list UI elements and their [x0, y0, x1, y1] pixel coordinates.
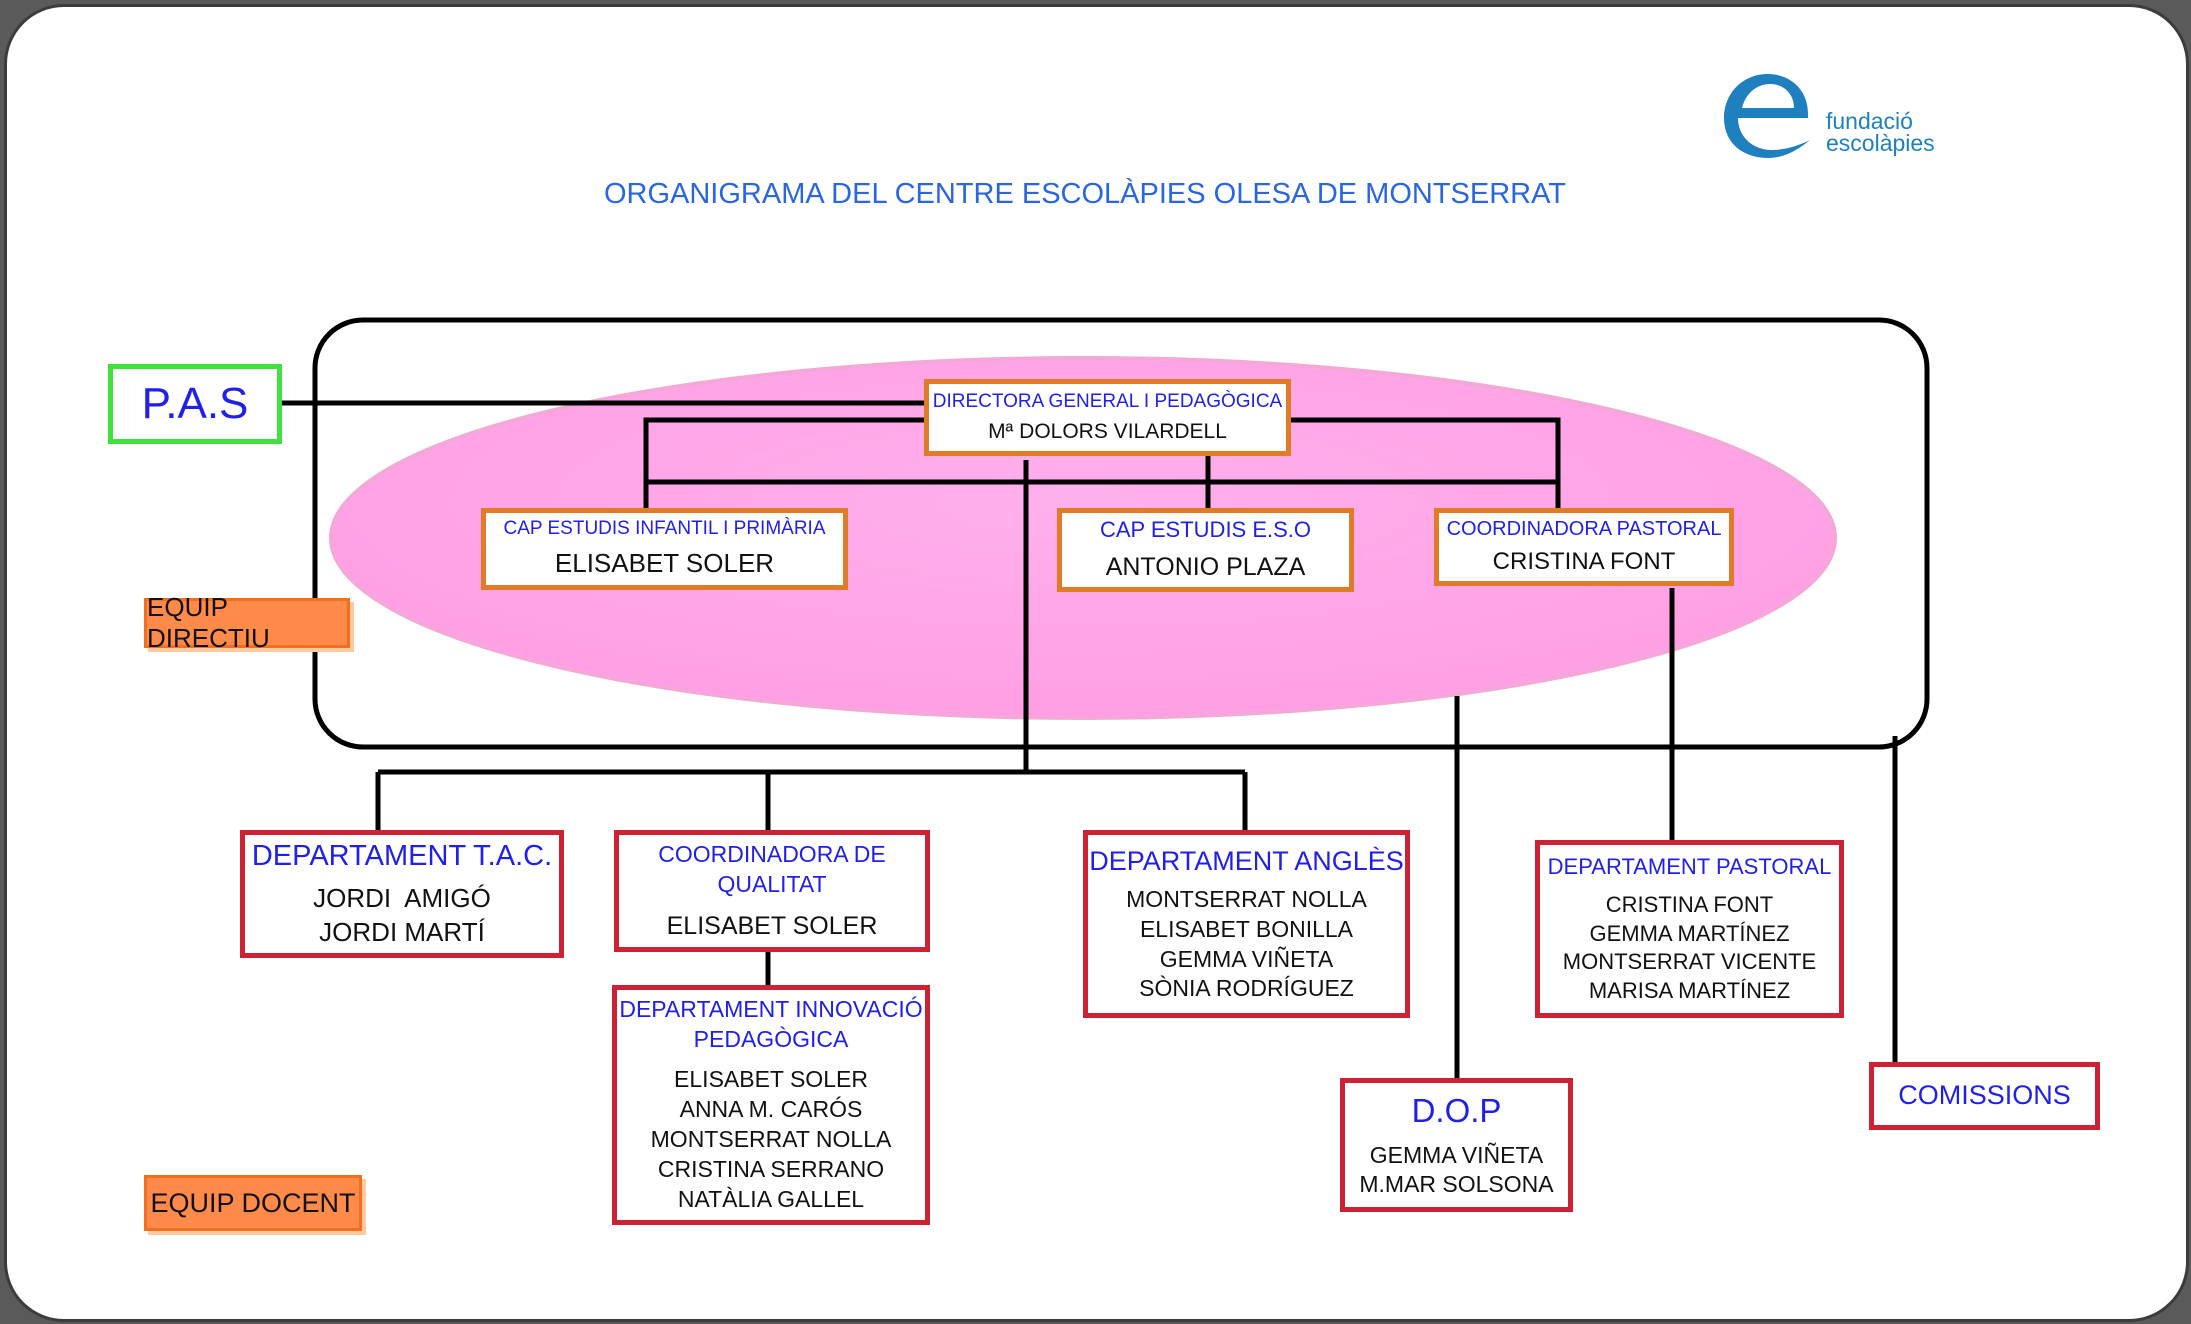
dept-innovacio-member: NATÀLIA GALLEL	[677, 1185, 865, 1212]
dept-pastoral-member: GEMMA MARTÍNEZ	[1589, 920, 1790, 946]
dept-innovacio-role: DEPARTAMENT INNOVACIÓ	[619, 996, 923, 1023]
dept-innovacio-role: PEDAGÒGICA	[693, 1026, 849, 1053]
cap-eso-name: ANTONIO PLAZA	[1105, 553, 1306, 582]
dop-role: D.O.P	[1411, 1091, 1502, 1129]
dept-angles-member: SÒNIA RODRÍGUEZ	[1139, 975, 1354, 1002]
dept-innovacio-member: ELISABET SOLER	[674, 1066, 868, 1093]
logo-line2: escolàpies	[1826, 130, 1935, 156]
directora-name: Mª DOLORS VILARDELL	[988, 420, 1227, 444]
dept-tac-role: DEPARTAMENT T.A.C.	[251, 840, 553, 873]
dept-tac-box[interactable]: DEPARTAMENT T.A.C. JORDI AMIGÓ JORDI MAR…	[240, 830, 564, 958]
comissions-box[interactable]: COMISSIONS	[1869, 1062, 2100, 1130]
coord-qualitat-box[interactable]: COORDINADORA DE QUALITAT ELISABET SOLER	[614, 830, 930, 952]
coord-qualitat-role: QUALITAT	[717, 870, 827, 897]
dept-angles-role: DEPARTAMENT ANGLÈS	[1089, 845, 1404, 876]
dop-box[interactable]: D.O.P GEMMA VIÑETA M.MAR SOLSONA	[1340, 1078, 1573, 1212]
cap-eso-role: CAP ESTUDIS E.S.O	[1099, 517, 1312, 543]
coord-qualitat-name: ELISABET SOLER	[666, 911, 878, 940]
dept-angles-member: GEMMA VIÑETA	[1159, 945, 1334, 972]
directora-role: DIRECTORA GENERAL I PEDAGÒGICA	[932, 390, 1283, 412]
cap-infantil-name: ELISABET SOLER	[554, 548, 775, 579]
dept-innovacio-member: MONTSERRAT NOLLA	[650, 1125, 892, 1152]
directora-box[interactable]: DIRECTORA GENERAL I PEDAGÒGICA Mª DOLORS…	[924, 379, 1291, 456]
dept-innovacio-box[interactable]: DEPARTAMENT INNOVACIÓ PEDAGÒGICA ELISABE…	[612, 985, 930, 1225]
dop-member: GEMMA VIÑETA	[1369, 1141, 1544, 1168]
dept-pastoral-member: MARISA MARTÍNEZ	[1588, 977, 1791, 1003]
logo-text: fundació escolàpies	[1826, 108, 1935, 156]
cap-eso-box[interactable]: CAP ESTUDIS E.S.O ANTONIO PLAZA	[1057, 508, 1354, 592]
dept-tac-member: JORDI MARTÍ	[319, 916, 485, 947]
coord-pastoral-role: COORDINADORA PASTORAL	[1446, 518, 1722, 541]
dept-pastoral-role: DEPARTAMENT PASTORAL	[1547, 853, 1832, 879]
fundacio-escolapies-logo: fundació escolàpies	[1718, 70, 1948, 162]
dept-angles-box[interactable]: DEPARTAMENT ANGLÈS MONTSERRAT NOLLA ELIS…	[1083, 830, 1410, 1018]
dept-angles-member: MONTSERRAT NOLLA	[1126, 885, 1367, 912]
coord-pastoral-name: CRISTINA FONT	[1492, 548, 1676, 576]
coord-pastoral-box[interactable]: COORDINADORA PASTORAL CRISTINA FONT	[1434, 508, 1734, 586]
pas-box[interactable]: P.A.S	[108, 364, 282, 444]
connector-dir-right	[1291, 417, 1561, 508]
chart-title: ORGANIGRAMA DEL CENTRE ESCOLÀPIES OLESA …	[603, 178, 1567, 210]
dept-innovacio-member: CRISTINA SERRANO	[657, 1155, 885, 1182]
dept-innovacio-member: ANNA M. CARÓS	[679, 1096, 863, 1123]
coord-qualitat-role: COORDINADORA DE	[658, 840, 886, 867]
dept-tac-member: JORDI AMIGÓ	[313, 883, 491, 914]
equip-docent-tag: EQUIP DOCENT	[144, 1175, 362, 1231]
cap-infantil-role: CAP ESTUDIS INFANTIL I PRIMÀRIA	[503, 517, 826, 539]
dept-angles-member: ELISABET BONILLA	[1139, 915, 1354, 942]
connector-dir-left	[643, 417, 924, 508]
dept-pastoral-member: MONTSERRAT VICENTE	[1562, 949, 1817, 975]
equip-directiu-frame	[312, 317, 1930, 750]
cap-infantil-box[interactable]: CAP ESTUDIS INFANTIL I PRIMÀRIA ELISABET…	[481, 508, 848, 590]
dept-pastoral-member: CRISTINA FONT	[1605, 892, 1774, 918]
logo-e-icon	[1724, 74, 1810, 158]
dept-pastoral-box[interactable]: DEPARTAMENT PASTORAL CRISTINA FONT GEMMA…	[1535, 840, 1844, 1018]
pas-label: P.A.S	[141, 379, 249, 429]
comissions-label: COMISSIONS	[1898, 1080, 2071, 1111]
dop-member: M.MAR SOLSONA	[1359, 1171, 1554, 1198]
equip-directiu-tag: EQUIP DIRECTIU	[144, 592, 350, 653]
logo-line1: fundació	[1826, 108, 1913, 134]
